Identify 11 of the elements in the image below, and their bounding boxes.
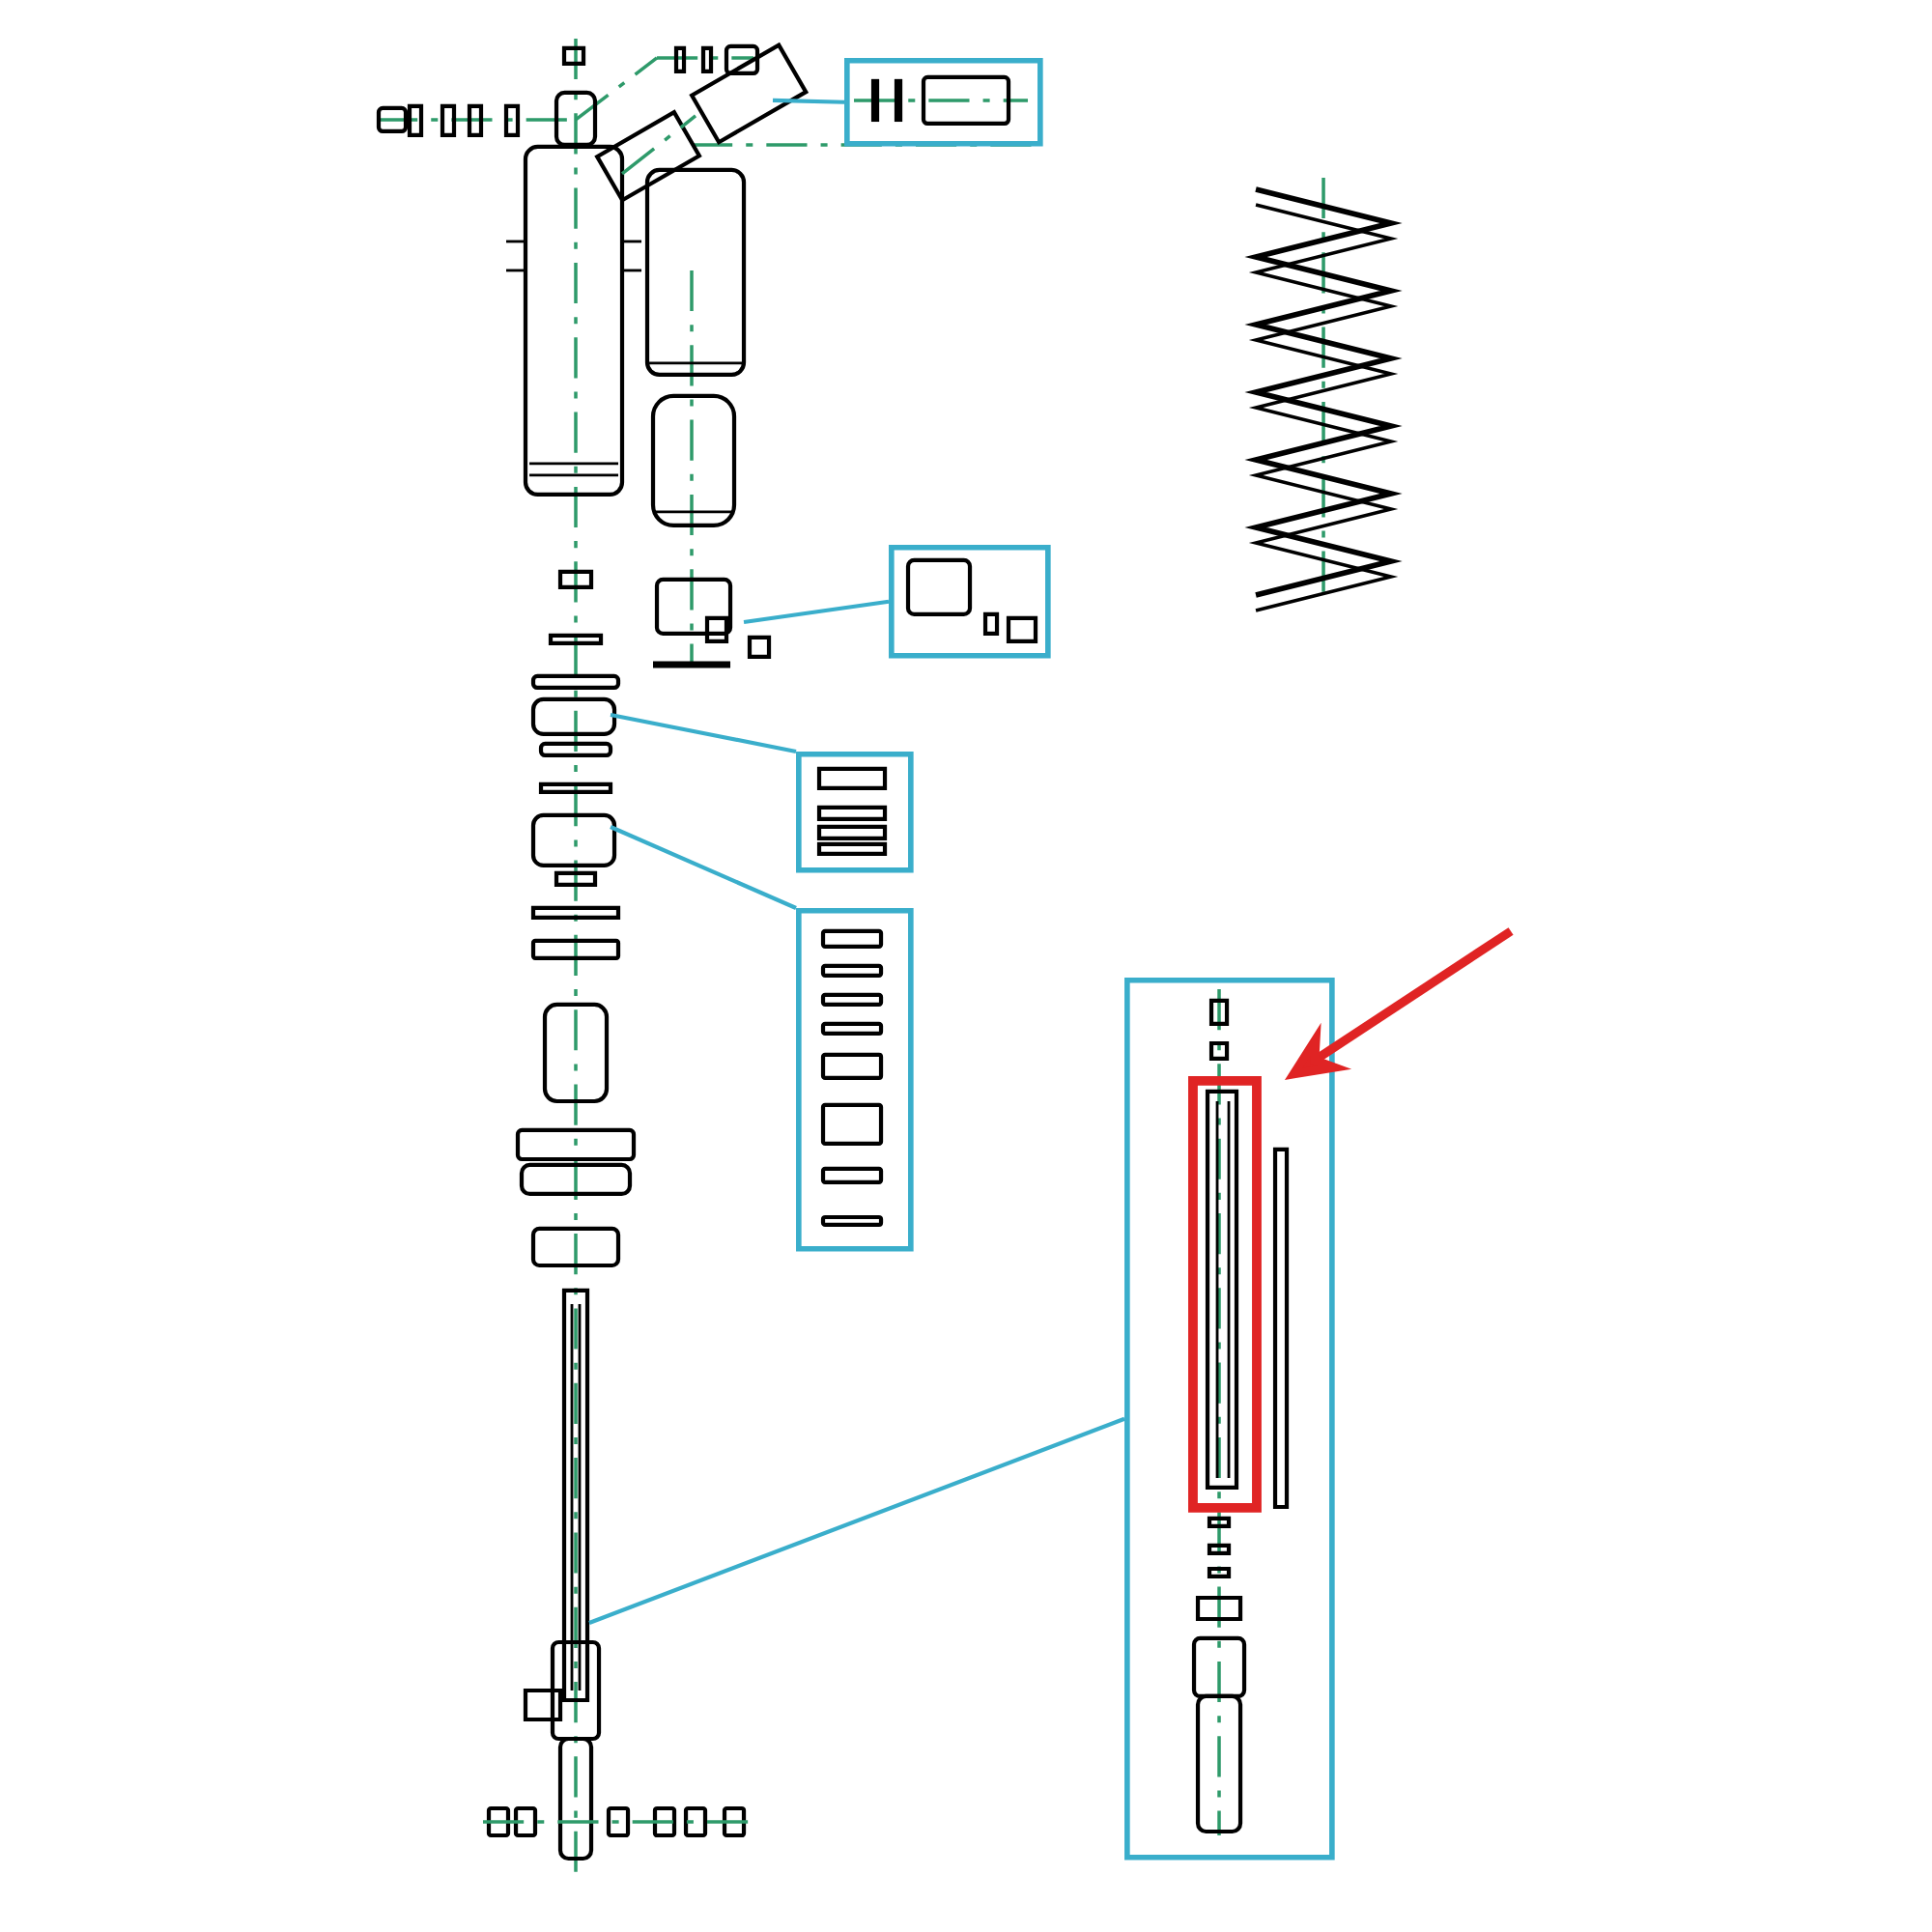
highlight-frame — [1188, 1076, 1262, 1513]
leader-line — [610, 825, 797, 910]
detail-box — [844, 57, 1043, 147]
detail-box — [889, 544, 1051, 659]
leader-line — [743, 599, 890, 625]
detail-box — [796, 908, 914, 1252]
leader-line — [772, 98, 845, 104]
leader-line — [588, 1416, 1125, 1625]
detail-box — [796, 751, 914, 873]
leader-line — [610, 712, 797, 754]
detail-box — [1124, 977, 1335, 1861]
